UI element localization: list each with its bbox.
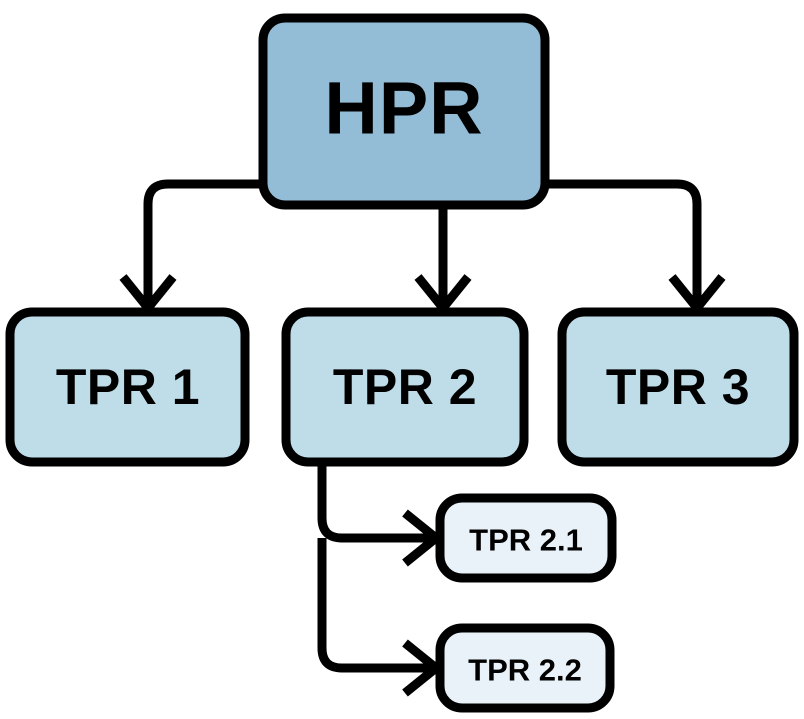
edge-tpr2-to-tpr21 — [317, 460, 434, 543]
node-tpr-2-2-label: TPR 2.2 — [468, 653, 582, 688]
node-tpr-2-1-box[interactable] — [435, 493, 617, 583]
node-tpr-3-label: TPR 3 — [606, 359, 750, 415]
node-tpr-1-box[interactable] — [5, 307, 250, 467]
node-tpr-1-label: TPR 1 — [56, 359, 200, 415]
node-hpr-label: HPR — [324, 67, 483, 150]
node-tpr-2-1[interactable]: TPR 2.1 — [435, 493, 617, 583]
edge-hpr-to-tpr3 — [545, 179, 702, 306]
node-tpr-2-1-label: TPR 2.1 — [469, 523, 583, 558]
node-tpr-1[interactable]: TPR 1 — [5, 307, 250, 467]
node-tpr-2[interactable]: TPR 2 — [281, 307, 529, 467]
node-tpr-2-label: TPR 2 — [333, 359, 477, 415]
node-tpr-2-2[interactable]: TPR 2.2 — [435, 623, 615, 713]
node-tpr-2-box[interactable] — [281, 307, 529, 467]
node-tpr-3[interactable]: TPR 3 — [557, 307, 799, 467]
node-hpr[interactable]: HPR — [258, 13, 550, 210]
node-tpr-2-2-box[interactable] — [435, 623, 615, 713]
node-hpr-box[interactable] — [258, 13, 550, 210]
node-tpr-3-box[interactable] — [557, 307, 799, 467]
edge-hpr-to-tpr1 — [143, 179, 263, 306]
edge-tpr2-to-tpr22 — [317, 538, 434, 673]
